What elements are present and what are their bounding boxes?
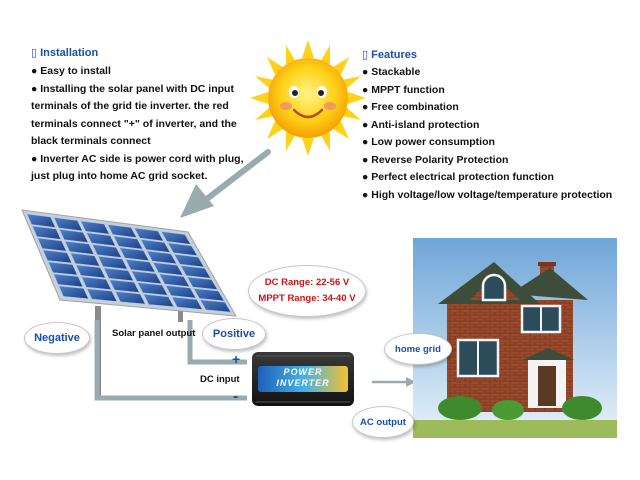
installation-line: just plug into home AC grid socket.	[31, 170, 208, 182]
feature-item: ● Reverse Polarity Protection	[362, 153, 509, 166]
installation-heading: ▯ Installation	[31, 47, 99, 59]
installation-line: terminals of the grid tie inverter. the …	[31, 100, 229, 112]
feature-item: ● Free combination	[362, 101, 459, 113]
solar-cell	[53, 217, 84, 232]
power-inverter	[252, 352, 354, 406]
sun-icon	[250, 40, 366, 156]
solar-cell	[69, 252, 101, 267]
solar-cell	[158, 273, 191, 288]
installation-text: ● Easy to install ● Installing the solar…	[31, 63, 261, 186]
solar-cell	[64, 240, 95, 255]
solar-cell	[37, 237, 67, 252]
installation-line: ● Inverter AC side is power cord with pl…	[31, 152, 244, 165]
solar-cell	[118, 247, 150, 262]
home-grid-bubble: home grid	[384, 333, 452, 365]
mppt-range-text: MPPT Range: 34-40 V	[258, 293, 356, 304]
solar-cell	[186, 276, 219, 290]
solar-cell	[146, 250, 178, 265]
solar-cell	[80, 220, 111, 235]
solar-cell	[171, 296, 203, 310]
solar-cell	[114, 291, 146, 305]
solar-cell	[130, 270, 163, 285]
solar-cell	[26, 213, 56, 228]
sunlight-arrow	[180, 149, 271, 218]
solar-cell	[167, 242, 198, 257]
installation-line: terminals connect "+" of inverter, and t…	[31, 117, 237, 130]
feature-item: ● High voltage/low voltage/temperature p…	[362, 188, 613, 201]
solar-cell	[112, 235, 144, 250]
solar-cell	[58, 228, 89, 243]
dc-range-text: DC Range: 22-56 V	[264, 277, 350, 288]
solar-cell	[58, 285, 89, 300]
solar-cell	[173, 253, 205, 268]
features-heading: ▯ Features	[362, 49, 417, 61]
inverter-label: POWER INVERTER	[262, 367, 344, 389]
dc-range-bubble: DC Range: 22-56 V MPPT Range: 34-40 V	[248, 265, 366, 317]
inverter-label-line1: POWER	[283, 367, 323, 377]
solar-cell	[152, 262, 184, 276]
solar-cell	[165, 285, 197, 299]
solar-cell	[193, 288, 225, 302]
solar-cell	[86, 288, 118, 302]
dc-input-label: DC input	[200, 374, 240, 385]
dc-wires	[94, 320, 247, 401]
minus-terminal-label: -	[233, 388, 239, 405]
solar-cell	[52, 273, 84, 288]
installation-line: black terminals connect	[31, 135, 151, 147]
installation-line: ● Easy to install	[31, 65, 111, 77]
inverter-label-line2: INVERTER	[276, 378, 330, 388]
solar-cell	[103, 267, 135, 282]
solar-cell	[133, 227, 165, 242]
solar-cell	[106, 224, 138, 238]
ac-output-bubble: AC output	[352, 406, 414, 438]
plus-terminal-label: +	[232, 351, 241, 367]
solar-cell	[108, 279, 140, 293]
solar-panel-output-label: Solar panel output	[112, 328, 196, 339]
solar-cell	[97, 255, 129, 270]
positive-label: Positive	[212, 328, 256, 340]
feature-item: ● Perfect electrical protection function	[362, 171, 554, 183]
solar-cell	[47, 261, 78, 276]
solar-cell	[31, 225, 62, 240]
ac-output-label: AC output	[360, 416, 406, 428]
feature-item: ● MPPT function	[362, 83, 445, 96]
solar-cell	[75, 264, 106, 279]
negative-bubble: Negative	[24, 322, 90, 354]
installation-line: ● Installing the solar panel with DC inp…	[31, 82, 234, 95]
solar-cell	[81, 276, 112, 291]
feature-item: ● Stackable	[362, 66, 421, 78]
feature-item: ● Anti-island protection	[362, 118, 480, 131]
solar-cell	[124, 258, 156, 273]
solar-cell	[199, 299, 232, 313]
solar-cell	[140, 239, 171, 253]
negative-label: Negative	[34, 332, 80, 344]
feature-item: ● Low power consumption	[362, 136, 495, 148]
solar-cell	[42, 249, 73, 264]
features-list: ● Stackable ● MPPT function ● Free combi…	[362, 64, 612, 204]
solar-panel	[21, 209, 237, 396]
solar-cell	[143, 293, 175, 308]
solar-cell	[91, 244, 123, 258]
solar-cell	[136, 282, 169, 296]
positive-bubble: Positive	[202, 318, 266, 350]
home-grid-label: home grid	[395, 343, 441, 355]
house-illustration	[413, 238, 617, 438]
solar-cell	[85, 232, 117, 247]
solar-cell	[160, 231, 192, 245]
solar-cell	[180, 265, 212, 279]
ac-output-arrow	[372, 377, 416, 387]
